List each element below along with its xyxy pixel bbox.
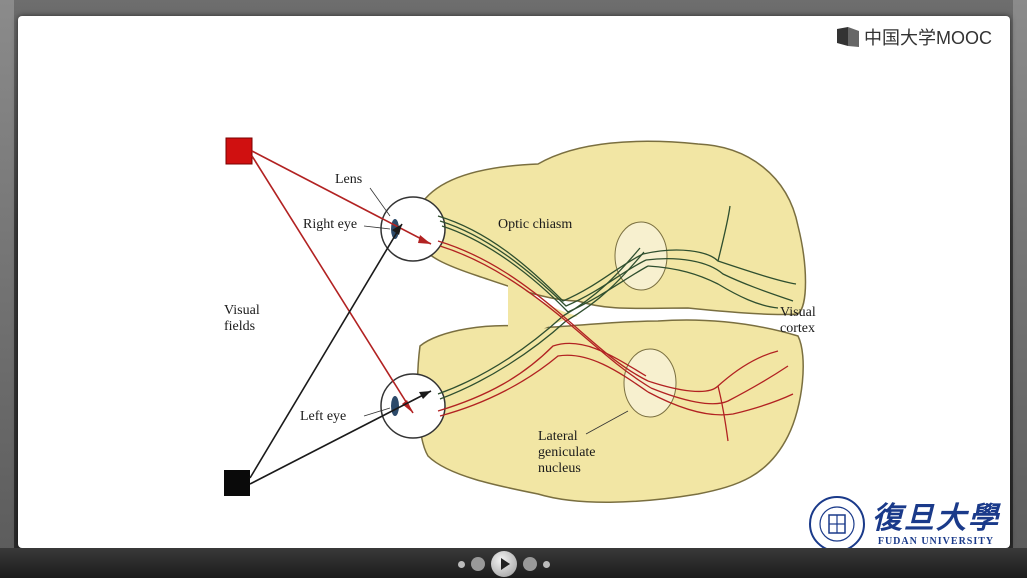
chiasm-region — [508, 278, 578, 346]
fudan-name-en: FUDAN UNIVERSITY — [877, 535, 995, 547]
visual-pathway-diagram: Lens Right eye Optic chiasm Visual field… — [18, 16, 1010, 548]
left-eye-label: Left eye — [300, 409, 347, 424]
fudan-university-logo: 復旦大學 FUDAN UNIVERSITY — [808, 494, 1008, 548]
optic-chiasm-label: Optic chiasm — [498, 217, 573, 232]
mooc-logo-icon — [837, 27, 859, 47]
mooc-logo: 中国大学MOOC — [836, 24, 992, 50]
red-optic-fibers — [437, 240, 794, 442]
fudan-name-cn: 復旦大學 — [872, 500, 1000, 536]
next-button-icon[interactable] — [523, 557, 537, 571]
visual-fields-label: Visual fields — [224, 303, 260, 334]
black-arrowheads — [392, 224, 431, 399]
lens-label: Lens — [335, 172, 363, 187]
red-light-rays — [251, 150, 432, 414]
lgn-lower — [623, 348, 677, 418]
fudan-seal-icon — [809, 496, 865, 548]
right-frame-edge — [1013, 0, 1027, 578]
play-button-icon[interactable] — [491, 551, 517, 577]
black-light-rays — [249, 223, 432, 485]
brain-upper-hemisphere — [419, 140, 807, 316]
right-eye-globe — [380, 196, 446, 262]
visual-cortex-label: Visual cortex — [780, 305, 816, 336]
red-arrowheads — [402, 235, 431, 413]
previous-button-icon[interactable] — [471, 557, 485, 571]
next-slide-dot-icon[interactable] — [543, 560, 550, 568]
diagram-svg — [224, 137, 807, 504]
black-visual-field-square — [224, 470, 250, 496]
mooc-logo-text: 中国大学MOOC — [864, 28, 992, 48]
lgn-label: Lateral geniculate nucleus — [538, 429, 596, 476]
label-leader-lines — [363, 187, 629, 435]
slide: 中国大学MOOC — [18, 16, 1010, 548]
left-frame-edge — [0, 0, 14, 578]
right-eye-label: Right eye — [303, 217, 358, 232]
player-controls — [0, 548, 1027, 578]
dark-optic-fibers — [437, 205, 797, 400]
playback-controls — [458, 551, 550, 577]
left-eye-lens — [391, 396, 399, 416]
left-eye-globe — [380, 373, 446, 439]
prev-slide-dot-icon[interactable] — [458, 560, 465, 568]
red-visual-field-square — [225, 137, 253, 165]
